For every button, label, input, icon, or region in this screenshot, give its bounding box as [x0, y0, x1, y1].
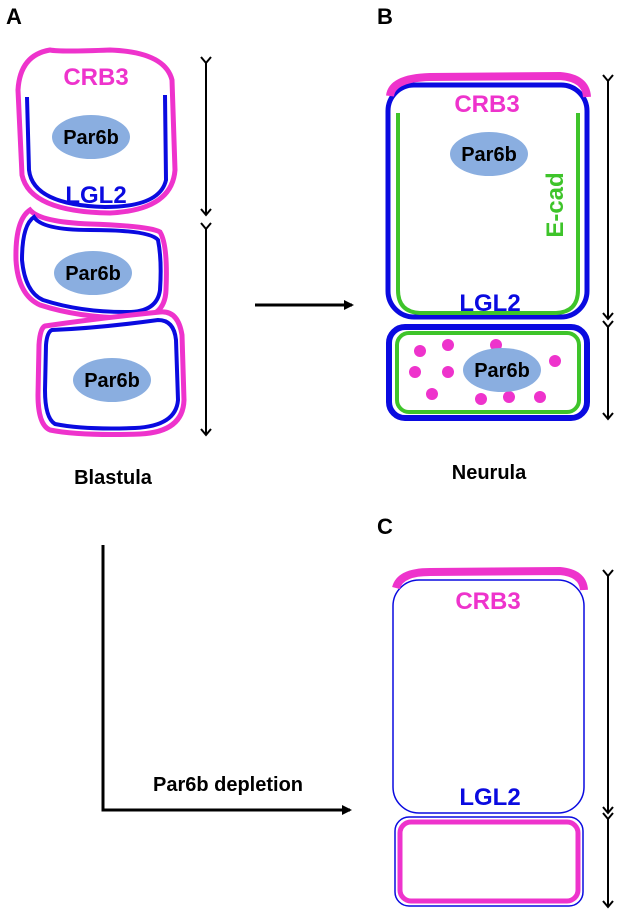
- depleted-cell-top: CRB3 LGL2: [392, 566, 588, 814]
- crb3-membrane: [397, 819, 581, 904]
- crb3-label: CRB3: [455, 588, 520, 615]
- lgl2-membrane: [392, 579, 585, 814]
- par6b-label: Par6b: [63, 127, 119, 149]
- ecad-membrane: [395, 331, 581, 414]
- par6b-label: Par6b: [65, 263, 121, 285]
- blastula-cell-bottom: Par6b: [35, 309, 187, 437]
- ecad-membrane: [396, 113, 580, 315]
- par6b-label: Par6b: [84, 370, 140, 392]
- crb3-apical-domain: [386, 71, 591, 98]
- lgl2-label: LGL2: [459, 784, 520, 811]
- par6b-nucleus: [54, 251, 132, 295]
- panel-letter-a: A: [6, 4, 22, 29]
- lgl2-membrane: [42, 317, 181, 431]
- blastula-cell-top: Par6b CRB3 LGL2: [15, 47, 178, 216]
- lgl2-label: LGL2: [459, 290, 520, 317]
- lgl2-label: LGL2: [65, 182, 126, 209]
- crb3-vesicles: [409, 339, 561, 405]
- blastula-cell-middle: Par6b: [13, 206, 169, 321]
- par6b-nucleus: [52, 115, 130, 159]
- neurula-cell-top: CRB3 Par6b E-cad LGL2: [385, 71, 591, 320]
- par6b-label: Par6b: [461, 144, 517, 166]
- neurula-cell-bottom: Par6b: [386, 324, 590, 421]
- crb3-apical-domain: [392, 566, 588, 591]
- ecad-label: E-cad: [542, 172, 569, 237]
- depletion-arrow: [101, 545, 352, 815]
- crb3-label: CRB3: [454, 91, 519, 118]
- par6b-nucleus: [463, 348, 541, 392]
- lgl2-membrane: [385, 82, 590, 320]
- par6b-nucleus: [73, 358, 151, 402]
- depletion-label: Par6b depletion: [153, 774, 303, 796]
- lgl2-membrane: [25, 94, 169, 210]
- panel-letter-c: C: [377, 514, 393, 539]
- stage-label-neurula: Neurula: [452, 462, 527, 484]
- stage-label-blastula: Blastula: [74, 467, 153, 489]
- panel-letter-b: B: [377, 4, 393, 29]
- depleted-cell-bottom: [394, 816, 584, 907]
- crb3-label: CRB3: [63, 64, 128, 91]
- lgl2-membrane: [394, 816, 584, 907]
- par6b-label: Par6b: [474, 360, 530, 382]
- lgl2-membrane: [19, 214, 163, 315]
- par6b-nucleus: [450, 132, 528, 176]
